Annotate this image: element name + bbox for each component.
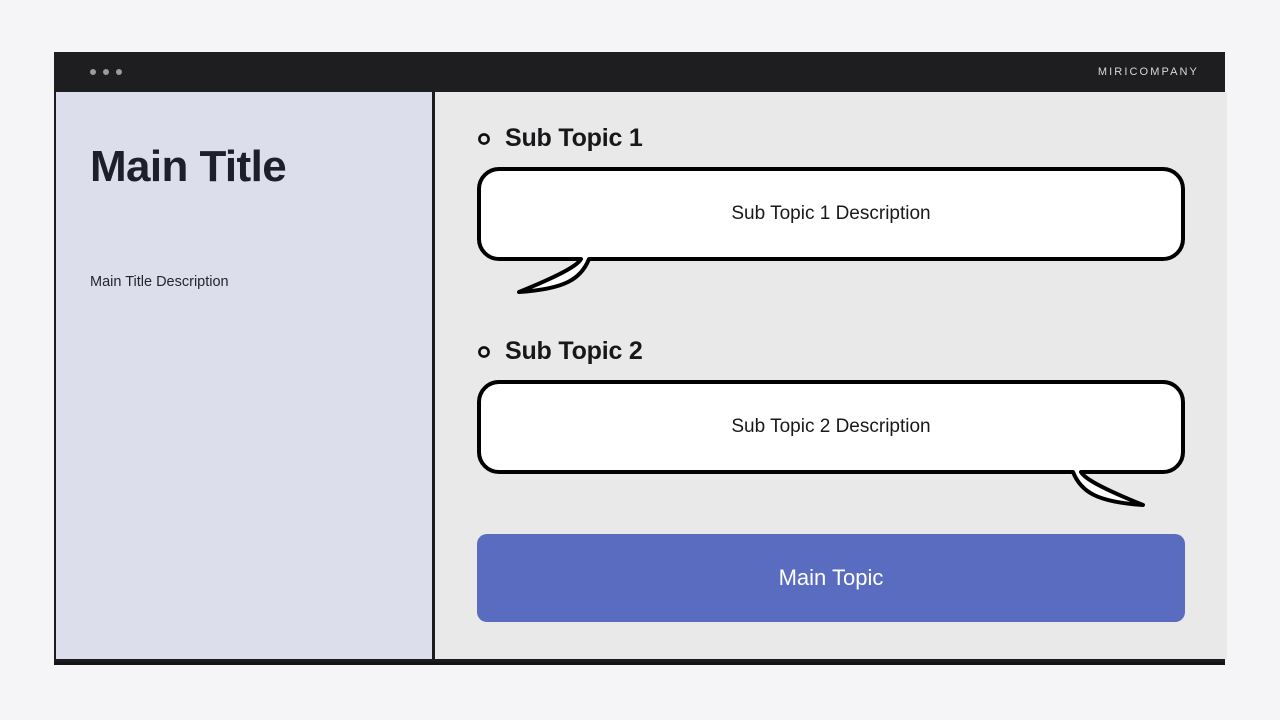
speech-bubble-2: Sub Topic 2 Description <box>477 380 1185 512</box>
ring-bullet-icon <box>478 345 490 358</box>
ring-bullet-icon <box>478 132 490 145</box>
main-topic-button[interactable]: Main Topic <box>477 534 1185 622</box>
left-panel: Main Title Main Title Description <box>56 92 432 659</box>
brand-label: MIRICOMPANY <box>1097 66 1199 78</box>
spacer <box>477 512 1185 534</box>
window-dot <box>90 69 96 75</box>
sub-topic-2-heading: Sub Topic 2 <box>477 337 1185 366</box>
speech-bubble-1-shape <box>477 167 1185 294</box>
speech-bubble-1: Sub Topic 1 Description <box>477 167 1185 295</box>
page-description: Main Title Description <box>90 274 229 291</box>
sub-topic-1-label: Sub Topic 1 <box>505 124 643 152</box>
sub-topic-1-description: Sub Topic 1 Description <box>731 203 931 224</box>
window-titlebar: MIRICOMPANY <box>54 52 1225 92</box>
speech-bubble-2-shape <box>477 380 1185 507</box>
slide-frame: MIRICOMPANY Main Title Main Title Descri… <box>54 52 1227 665</box>
spacer <box>477 295 1185 337</box>
right-panel: Sub Topic 1 Sub Topic 1 Description Sub … <box>435 92 1227 659</box>
slide-body: Main Title Main Title Description Sub To… <box>54 92 1227 662</box>
window-dots-icon <box>90 69 122 75</box>
sub-topic-2-description: Sub Topic 2 Description <box>731 416 931 437</box>
page-title: Main Title <box>90 142 287 191</box>
window-dot <box>116 69 122 75</box>
window-dot <box>103 69 109 75</box>
sub-topic-1-heading: Sub Topic 1 <box>477 124 1185 153</box>
sub-topic-2-label: Sub Topic 2 <box>505 337 643 365</box>
